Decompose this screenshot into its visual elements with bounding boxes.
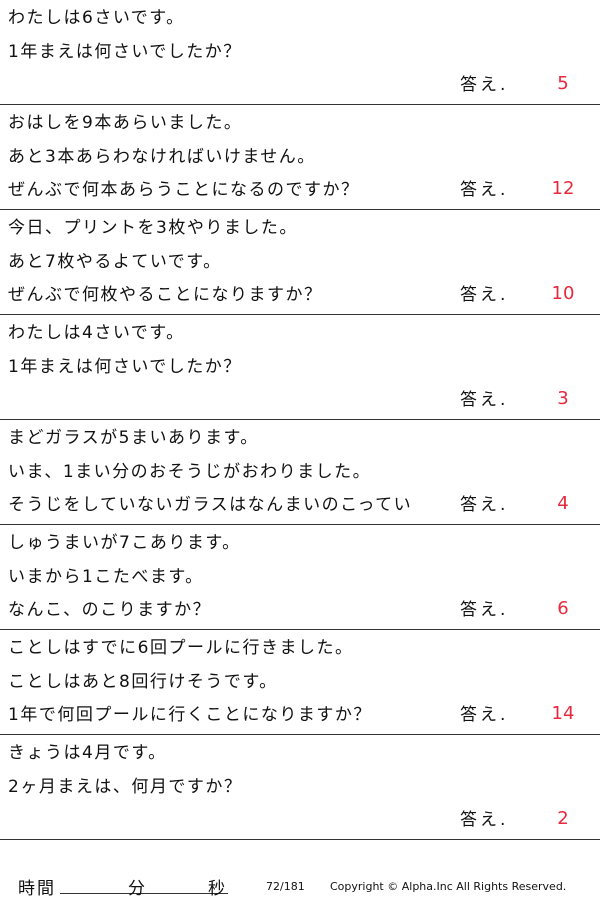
- time-label: 時間: [18, 879, 56, 899]
- answer-value: 5: [557, 73, 569, 94]
- problem-text-line: いまから1こたべます。: [8, 567, 204, 587]
- answer-label: 答え.: [458, 599, 509, 621]
- problem-list: わたしは6さいです。 1年まえは何さいでしたか？ 答え. 5 おはしを9本あらい…: [0, 0, 600, 840]
- problem-text-line: 1年まえは何さいでしたか？: [8, 357, 242, 377]
- answer-label: 答え.: [458, 74, 509, 96]
- copyright-notice: Copyright © Alpha.Inc All Rights Reserve…: [330, 880, 567, 893]
- problem-text-line: ことしはすでに6回プールに行きました。: [8, 638, 354, 658]
- problem-3: 今日、プリントを3枚やりました。 あと7枚やるよていです。 ぜんぶで何枚やること…: [0, 210, 600, 315]
- problem-text-line: あと3本あらわなければいけません。: [8, 147, 316, 167]
- answer-label: 答え.: [458, 809, 509, 831]
- problem-text-line: わたしは4さいです。: [8, 323, 185, 343]
- problem-text-line: ことしはあと8回行けそうです。: [8, 672, 278, 692]
- minutes-label: 分: [128, 879, 145, 899]
- problem-5: まどガラスが5まいあります。 いま、1まい分のおそうじがおわりました。 そうじを…: [0, 420, 600, 525]
- problem-2: おはしを9本あらいました。 あと3本あらわなければいけません。 ぜんぶで何本あら…: [0, 105, 600, 210]
- answer-value: 2: [557, 808, 569, 829]
- answer-value: 10: [551, 283, 575, 304]
- problem-text-line: そうじをしていないガラスはなんまいのこってい: [8, 495, 413, 515]
- page-number: 72/181: [266, 880, 305, 893]
- answer-label: 答え.: [458, 389, 509, 411]
- page-footer: 時間 分 秒 72/181 Copyright © Alpha.Inc All …: [0, 868, 600, 899]
- seconds-label: 秒: [208, 879, 225, 899]
- answer-value: 14: [551, 703, 575, 724]
- answer-value: 4: [557, 493, 569, 514]
- problem-4: わたしは4さいです。 1年まえは何さいでしたか？ 答え. 3: [0, 315, 600, 420]
- answer-value: 12: [551, 178, 575, 199]
- problem-text-line: わたしは6さいです。: [8, 8, 185, 28]
- problem-text-line: まどガラスが5まいあります。: [8, 428, 259, 448]
- problem-text-line: きょうは4月です。: [8, 743, 167, 763]
- problem-1: わたしは6さいです。 1年まえは何さいでしたか？ 答え. 5: [0, 0, 600, 105]
- problem-text-line: 1年で何回プールに行くことになりますか？: [8, 705, 372, 725]
- problem-6: しゅうまいが7こあります。 いまから1こたべます。 なんこ、のこりますか？ 答え…: [0, 525, 600, 630]
- problem-text-line: 1年まえは何さいでしたか？: [8, 42, 242, 62]
- problem-text-line: ぜんぶで何本あらうことになるのですか？: [8, 180, 360, 200]
- problem-text-line: あと7枚やるよていです。: [8, 252, 222, 272]
- problem-text-line: ぜんぶで何枚やることになりますか？: [8, 285, 323, 305]
- time-entry-line: [60, 893, 228, 894]
- problem-text-line: おはしを9本あらいました。: [8, 113, 243, 133]
- answer-label: 答え.: [458, 179, 509, 201]
- problem-text-line: なんこ、のこりますか？: [8, 600, 212, 620]
- answer-value: 3: [557, 388, 569, 409]
- answer-label: 答え.: [458, 284, 509, 306]
- answer-label: 答え.: [458, 494, 509, 516]
- problem-text-line: 今日、プリントを3枚やりました。: [8, 218, 298, 238]
- problem-7: ことしはすでに6回プールに行きました。 ことしはあと8回行けそうです。 1年で何…: [0, 630, 600, 735]
- problem-text-line: いま、1まい分のおそうじがおわりました。: [8, 462, 372, 482]
- answer-label: 答え.: [458, 704, 509, 726]
- answer-value: 6: [557, 598, 569, 619]
- problem-8: きょうは4月です。 2ヶ月まえは、何月ですか？ 答え. 2: [0, 735, 600, 840]
- problem-text-line: 2ヶ月まえは、何月ですか？: [8, 777, 243, 797]
- problem-text-line: しゅうまいが7こあります。: [8, 533, 241, 553]
